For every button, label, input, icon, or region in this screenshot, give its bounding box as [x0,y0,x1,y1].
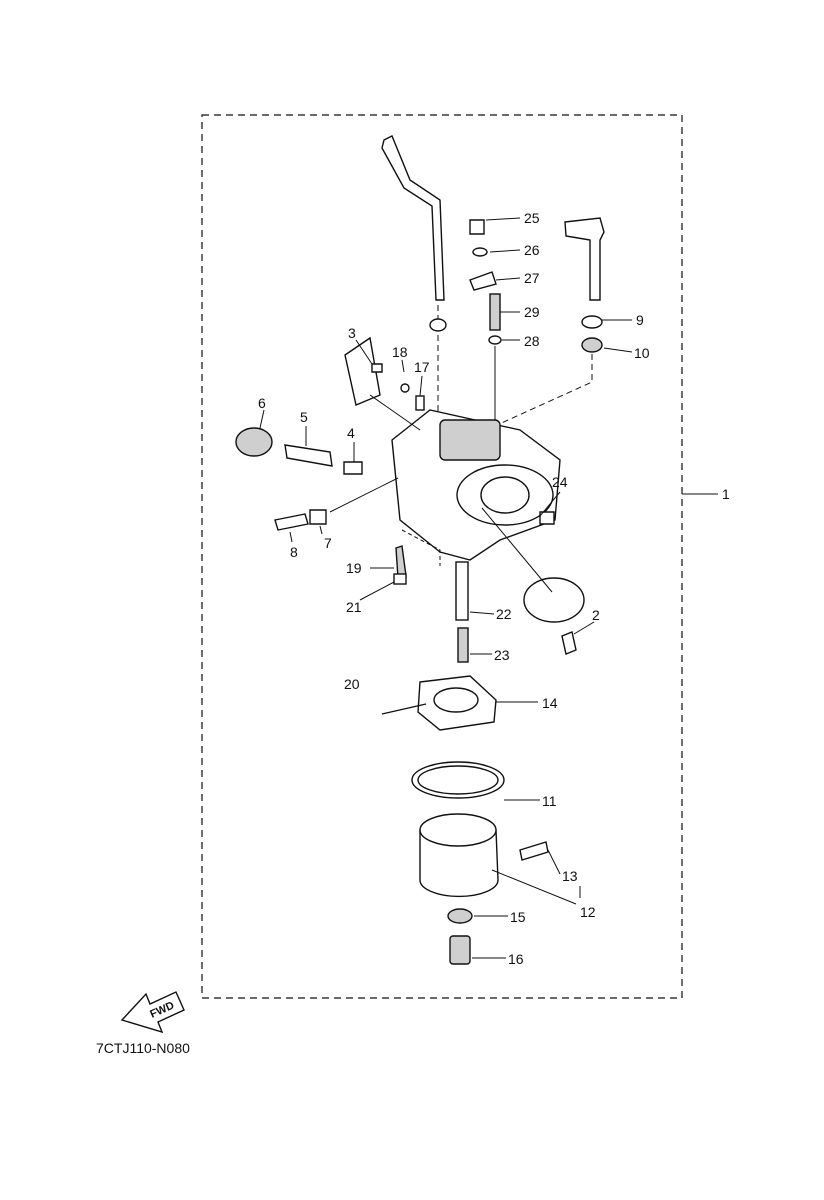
throttle-shaft [564,217,605,301]
float-bowl-12 [419,829,499,898]
callout-3: 3 [348,325,356,341]
body-top [439,419,501,461]
plug-24 [539,511,555,525]
callout-7: 7 [324,535,332,551]
callout-22: 22 [496,606,512,622]
washer-top [429,318,447,332]
callout-16: 16 [508,951,524,967]
gasket-11-inner [417,765,499,795]
callout-28: 28 [524,333,540,349]
callout-26: 26 [524,242,540,258]
washer-9 [581,315,603,329]
cover-plate [344,336,381,406]
callout-4: 4 [347,425,355,441]
ball-18 [400,383,410,393]
screw-2 [561,631,577,655]
callout-18: 18 [392,344,408,360]
part-code: 7CTJ110-N080 [96,1040,190,1056]
washer-15 [447,908,473,924]
screw-3 [371,363,383,373]
link-rod [381,135,445,301]
callout-20: 20 [344,676,360,692]
callout-23: 23 [494,647,510,663]
spring-7 [309,509,327,525]
callout-27: 27 [524,270,540,286]
jet-29 [489,293,501,331]
callout-15: 15 [510,909,526,925]
float-bowl-rim [419,813,497,847]
callout-29: 29 [524,304,540,320]
callout-19: 19 [346,560,362,576]
screw-25 [469,219,485,235]
pin-20 [381,703,427,715]
clip-21 [393,573,407,585]
float-center [433,687,479,713]
intake-bore [480,476,530,514]
screw-13 [519,841,549,861]
assembly-frame [201,114,683,999]
washer-26 [472,247,488,257]
callout-14: 14 [542,695,558,711]
main-jet-23 [457,627,469,663]
needle-19 [395,545,407,579]
callout-2: 2 [592,607,600,623]
spring-17 [415,395,425,411]
callout-13: 13 [562,868,578,884]
screw-5 [284,444,333,467]
cap-6 [235,427,273,457]
callout-24: 24 [552,474,568,490]
spring-4 [343,461,363,475]
callout-12: 12 [580,904,596,920]
callout-25: 25 [524,210,540,226]
fwd-arrow-icon: FWD [120,991,185,1034]
callout-9: 9 [636,312,644,328]
callout-1: 1 [722,486,730,502]
callout-5: 5 [300,409,308,425]
callout-8: 8 [290,544,298,560]
callout-6: 6 [258,395,266,411]
callout-21: 21 [346,599,362,615]
seal-10 [581,337,603,353]
callout-11: 11 [542,793,557,809]
o-ring-28 [488,335,502,345]
gasket-plate [523,577,585,623]
callout-10: 10 [634,345,650,361]
plate-27 [469,271,497,291]
main-nozzle-22 [455,561,469,621]
drain-16 [449,935,471,965]
screw-8 [274,513,309,531]
callout-17: 17 [414,359,430,375]
